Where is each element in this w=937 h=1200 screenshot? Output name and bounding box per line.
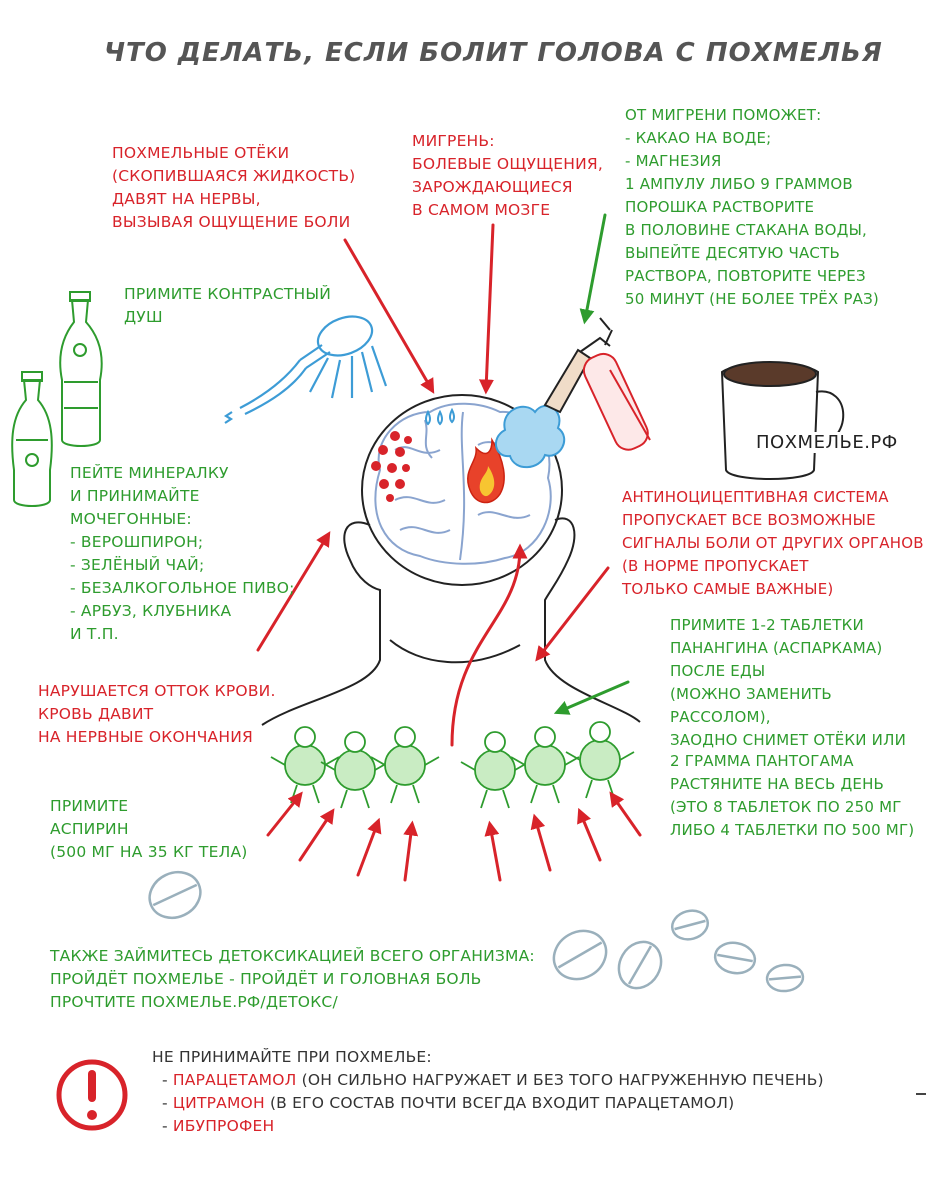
aspirin-note: ПРИМИТЕ АСПИРИН (500 МГ НА 35 КГ ТЕЛА) xyxy=(50,797,248,861)
pantogam-note: 2 ГРАММА ПАНТОГАМА РАСТЯНИТЕ НА ВЕСЬ ДЕН… xyxy=(670,752,915,839)
mineral-water-note: ПЕЙТЕ МИНЕРАЛКУ И ПРИНИМАЙТЕ МОЧЕГОННЫЕ:… xyxy=(70,464,295,643)
warning-heading: НЕ ПРИНИМАЙТЕ ПРИ ПОХМЕЛЬЕ: xyxy=(152,1048,432,1066)
pills-icon xyxy=(148,870,805,993)
warning-block: НЕ ПРИНИМАЙТЕ ПРИ ПОХМЕЛЬЕ: - ПАРАЦЕТАМО… xyxy=(152,1046,824,1138)
panangin-note: ПРИМИТЕ 1-2 ТАБЛЕТКИ ПАНАНГИНА (АСПАРКАМ… xyxy=(670,616,906,749)
green-arrows xyxy=(553,213,630,715)
flame-icon xyxy=(467,437,505,504)
red-arrows xyxy=(256,223,642,882)
page-title: ЧТО ДЕЛАТЬ, ЕСЛИ БОЛИТ ГОЛОВА С ПОХМЕЛЬЯ xyxy=(104,38,883,68)
migraine-note: МИГРЕНЬ: БОЛЕВЫЕ ОЩУЩЕНИЯ, ЗАРОЖДАЮЩИЕСЯ… xyxy=(412,132,604,219)
warning-item-paracetamol: - ПАРАЦЕТАМОЛ (ОН СИЛЬНО НАГРУЖАЕТ И БЕЗ… xyxy=(162,1071,824,1089)
warning-icon xyxy=(56,1059,128,1131)
shower-note: ПРИМИТЕ КОНТРАСТНЫЙ ДУШ xyxy=(124,285,332,326)
mineral-water-bottles-icon xyxy=(11,291,103,507)
edema-note: ПОХМЕЛЬНЫЕ ОТЁКИ (СКОПИВШАЯСЯ ЖИДКОСТЬ) … xyxy=(112,144,356,231)
water-drops-icon xyxy=(425,407,455,426)
warning-item-citramon: - ЦИТРАМОН (В ЕГО СОСТАВ ПОЧТИ ВСЕГДА ВХ… xyxy=(162,1094,735,1112)
detox-note: ТАКЖЕ ЗАЙМИТЕСЬ ДЕТОКСИКАЦИЕЙ ВСЕГО ОРГА… xyxy=(50,947,535,1011)
head-silhouette xyxy=(261,394,641,726)
shower-head-icon xyxy=(223,315,388,424)
blood-flow-note: НАРУШАЕТСЯ ОТТОК КРОВИ. КРОВЬ ДАВИТ НА Н… xyxy=(38,682,276,746)
fire-extinguisher-icon xyxy=(543,317,651,451)
mug-icon xyxy=(720,361,845,480)
warning-item-ibuprofen: - ИБУПРОФЕН xyxy=(162,1117,275,1135)
migraine-help-note: ОТ МИГРЕНИ ПОМОЖЕТ: - КАКАО НА ВОДЕ; - М… xyxy=(625,106,879,308)
nerve-figures-icon xyxy=(270,721,635,809)
antinociceptive-note: АНТИНОЦИЦЕПТИВНАЯ СИСТЕМА ПРОПУСКАЕТ ВСЕ… xyxy=(622,488,924,598)
edema-dots xyxy=(371,431,412,502)
mug-label: ПОХМЕЛЬЕ.РФ xyxy=(752,432,902,453)
foam-cloud-icon xyxy=(495,405,565,469)
